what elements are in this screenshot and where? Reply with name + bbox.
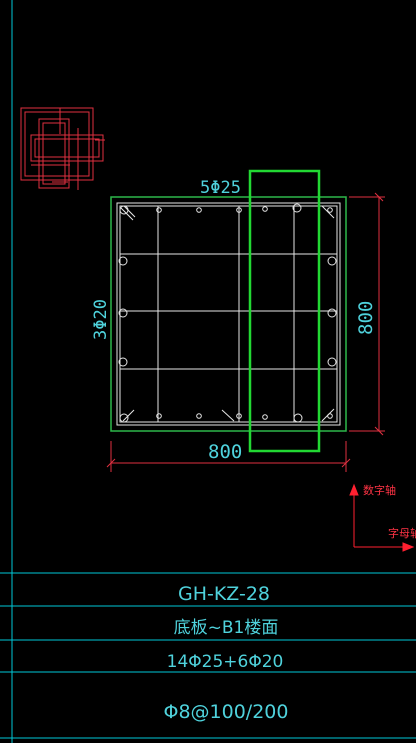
rebar-small-1 bbox=[156, 207, 162, 213]
axis-vertical-label: 数字轴 bbox=[363, 483, 396, 497]
rebar-large-10 bbox=[327, 357, 337, 367]
selection-highlight-box[interactable] bbox=[248, 169, 321, 453]
rebar-small-7 bbox=[196, 413, 202, 419]
axis-up-arrow-icon bbox=[349, 483, 359, 496]
stirrup-icon bbox=[20, 107, 105, 190]
rebar-large-5 bbox=[118, 256, 128, 266]
rebar-large-1 bbox=[119, 205, 129, 215]
outer-stirrup-inner bbox=[119, 205, 338, 423]
height-dim-tick-top bbox=[374, 192, 384, 202]
table-range: 底板~B1楼面 bbox=[174, 618, 279, 638]
rebar-group bbox=[118, 203, 337, 423]
side-bar-label: 3Φ20 bbox=[91, 299, 111, 340]
corner-hook-tr bbox=[321, 205, 335, 219]
axis-indicator bbox=[349, 483, 415, 552]
axis-right-arrow-icon bbox=[402, 542, 415, 552]
width-dim-text: 800 bbox=[208, 441, 242, 463]
rebar-large-4 bbox=[293, 413, 303, 423]
column-section-outline bbox=[110, 196, 347, 432]
rebar-small-4 bbox=[262, 206, 268, 212]
stirrup-ties bbox=[116, 202, 341, 426]
width-dim-tick-right bbox=[341, 458, 351, 468]
rebar-large-9 bbox=[118, 357, 128, 367]
width-dimension bbox=[106, 441, 351, 472]
rebar-large-8 bbox=[327, 308, 337, 318]
height-dimension bbox=[349, 192, 385, 436]
corner-hook-tl-2 bbox=[123, 205, 136, 218]
rebar-small-3 bbox=[236, 207, 242, 213]
corner-hook-bm bbox=[221, 409, 235, 422]
stirrup-icon-inner bbox=[24, 111, 90, 177]
stirrup-icon-horizontal-tie bbox=[30, 134, 104, 162]
stirrup-icon-horizontal-tie-inner bbox=[34, 138, 100, 158]
rebar-small-8 bbox=[236, 413, 242, 419]
rebar-small-2 bbox=[196, 207, 202, 213]
outer-stirrup bbox=[116, 202, 341, 426]
table-stirrup: Φ8@100/200 bbox=[164, 701, 289, 723]
rebar-small-6 bbox=[156, 413, 162, 419]
stirrup-icon-vertical-tie-inner bbox=[42, 122, 66, 185]
top-bar-label: 5Φ25 bbox=[200, 178, 241, 198]
axis-horizontal-label: 字母轴 bbox=[388, 526, 416, 540]
corner-hook-tl bbox=[120, 207, 134, 221]
stirrup-icon-vertical-tie bbox=[38, 118, 70, 189]
rebar-small-5 bbox=[327, 207, 333, 213]
rebar-small-9 bbox=[262, 414, 268, 420]
rebar-large-3 bbox=[119, 413, 129, 423]
width-dim-tick-left bbox=[106, 458, 116, 468]
rebar-small-10 bbox=[327, 413, 333, 419]
table-column-name: GH-KZ-28 bbox=[178, 583, 270, 605]
rebar-large-6 bbox=[327, 256, 337, 266]
stirrup-icon-outer bbox=[20, 107, 94, 181]
corner-hook-bl bbox=[122, 409, 135, 422]
rebar-large-7 bbox=[118, 308, 128, 318]
table-main-rebar: 14Φ25+6Φ20 bbox=[167, 652, 284, 672]
height-dim-text: 800 bbox=[355, 301, 377, 335]
rebar-large-2 bbox=[292, 203, 302, 213]
height-dim-tick-bottom bbox=[374, 426, 384, 436]
